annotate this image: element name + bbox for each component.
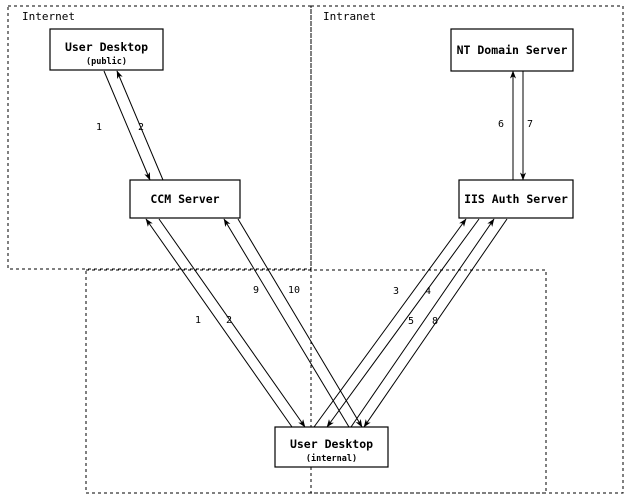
node-ccm-server-box: [129, 179, 241, 219]
node-user-desktop-public-subtitle: (public): [86, 56, 127, 67]
node-nt-domain-server[interactable]: NT Domain Server: [450, 28, 574, 72]
edge-8-iis-to-internal: [363, 218, 508, 428]
edge-label-10: 10: [288, 285, 300, 296]
node-iis-auth-server-box: [458, 179, 574, 219]
node-iis-auth-server[interactable]: IIS Auth Server: [458, 179, 574, 219]
node-user-desktop-public-box: [49, 28, 164, 71]
node-user-desktop-internal[interactable]: User Desktop (internal): [274, 426, 389, 468]
edge-5-internal-to-iis: [350, 218, 495, 428]
node-user-desktop-public-title: User Desktop: [65, 40, 148, 54]
edge-label-8: 8: [432, 316, 438, 327]
zone-intranet-label: Intranet: [323, 10, 376, 23]
node-iis-auth-server-title: IIS Auth Server: [464, 192, 568, 206]
edge-label-9: 9: [253, 285, 259, 296]
node-user-desktop-internal-title: User Desktop: [290, 437, 373, 451]
edge-label-2-top: 2: [138, 122, 144, 133]
edge-4-iis-to-internal: [326, 218, 480, 428]
edge-1-public-to-ccm: [103, 70, 151, 181]
node-user-desktop-internal-subtitle: (internal): [306, 453, 357, 464]
edge-1-internal-to-ccm: [145, 218, 293, 428]
zone-internet-label: Internet: [22, 10, 75, 23]
edge-label-1-bottom: 1: [195, 315, 201, 326]
node-nt-domain-server-title: NT Domain Server: [457, 43, 568, 57]
node-ccm-server[interactable]: CCM Server: [129, 179, 241, 219]
node-ccm-server-title: CCM Server: [150, 192, 219, 206]
edge-label-7: 7: [527, 119, 533, 130]
edge-9-internal-to-ccm: [223, 218, 350, 428]
zone-internal-box: [85, 269, 547, 494]
edge-label-5: 5: [408, 316, 414, 327]
edge-label-2-bottom: 2: [226, 315, 232, 326]
edge-label-4: 4: [425, 286, 431, 297]
edge-label-6: 6: [498, 119, 504, 130]
edge-10-ccm-to-internal: [237, 218, 363, 428]
edge-3-internal-to-iis: [313, 218, 467, 428]
edge-label-1-top: 1: [96, 122, 102, 133]
edge-2-ccm-to-public: [116, 70, 164, 181]
node-user-desktop-public[interactable]: User Desktop (public): [49, 28, 164, 71]
node-nt-domain-server-box: [450, 28, 574, 72]
node-user-desktop-internal-box: [274, 426, 389, 468]
edge-2-ccm-to-internal: [158, 218, 306, 428]
edge-label-3: 3: [393, 286, 399, 297]
